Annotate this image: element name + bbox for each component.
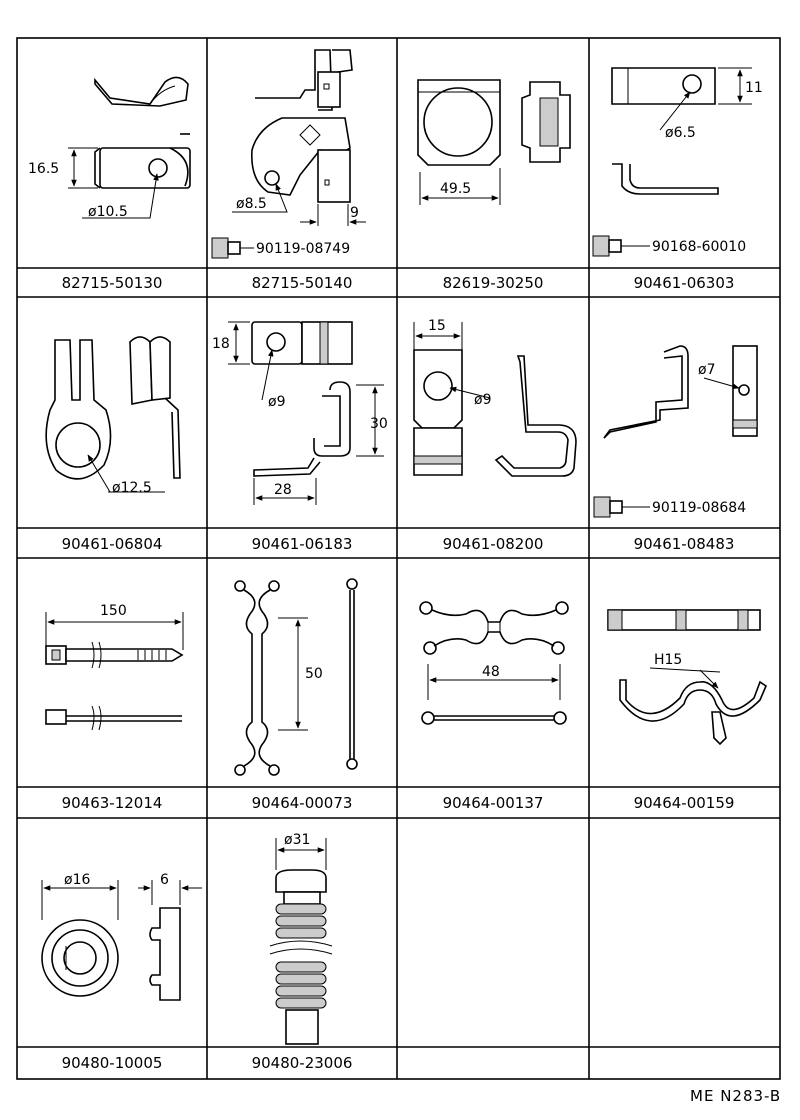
clamp-drawing-90461-06183: 18 ø9 30 28	[212, 321, 388, 505]
dimension-label: 50	[305, 666, 323, 682]
part-number: 90480-10005	[62, 1054, 163, 1072]
grommet-drawing-90480-10005: ø16 6	[41, 872, 202, 1001]
dimension-label: 150	[100, 603, 127, 619]
dimension-label: 15	[428, 318, 446, 334]
part-number: 90464-00137	[443, 794, 544, 812]
dimension-label: ø9	[474, 392, 491, 408]
part-number: 90461-06303	[634, 274, 735, 292]
part-number: 82619-30250	[443, 274, 544, 292]
bracket-drawing-82715-50140: 9 ø8.5 90119-08749	[211, 49, 366, 259]
clamp-drawing-82715-50130: 16.5 ø10.5	[28, 76, 191, 220]
dimension-label: ø9	[268, 394, 285, 410]
part-number: 90464-00159	[634, 794, 735, 812]
cable-tie-drawing-90463-12014: 150	[45, 603, 184, 731]
dimension-label: 16.5	[28, 161, 59, 177]
part-number: 90480-23006	[252, 1054, 353, 1072]
dimension-label: 30	[370, 416, 388, 432]
dimension-label: ø16	[64, 872, 90, 888]
part-number: 90463-12014	[62, 794, 163, 812]
clamp-drawing-90461-08200: 15 ø9	[413, 318, 577, 477]
part-number: 90461-06183	[252, 535, 353, 553]
parts-grid	[16, 37, 781, 1080]
part-number: 90461-08200	[443, 535, 544, 553]
dimension-label: 6	[160, 872, 169, 888]
clamp-drawing-90461-06303: 11 ø6.5 90168-60010	[592, 67, 763, 257]
dimension-label: 48	[482, 664, 500, 680]
part-number-labels: 82715-50130 82715-50140 82619-30250 9046…	[62, 274, 735, 1072]
dimension-label: 28	[274, 482, 292, 498]
dimension-label: H15	[654, 652, 682, 668]
dimension-label: 49.5	[440, 181, 471, 197]
part-number: 90461-08483	[634, 535, 735, 553]
dimension-label: ø12.5	[112, 480, 152, 496]
diagram-code: ME N283-B	[690, 1087, 781, 1105]
part-number: 82715-50130	[62, 274, 163, 292]
dimension-label: ø6.5	[665, 125, 696, 141]
dimension-label: ø8.5	[236, 196, 267, 212]
dimension-label: ø10.5	[88, 204, 128, 220]
clip-drawing-90464-00137: 48	[419, 601, 569, 725]
grommet-drawing-82619-30250: 49.5	[417, 79, 571, 205]
bolt-part-number: 90168-60010	[652, 239, 746, 255]
part-number: 90461-06804	[62, 535, 163, 553]
bolt-part-number: 90119-08749	[256, 241, 350, 257]
terminal-drawing-90461-06804: ø12.5	[45, 336, 181, 496]
plug-drawing-90480-23006: ø31	[269, 832, 333, 1045]
clamp-drawing-90461-08483: ø7 90119-08684	[593, 345, 758, 518]
bolt-part-number: 90119-08684	[652, 500, 746, 516]
clip-drawing-90464-00073: 50	[234, 578, 358, 776]
dimension-label: 18	[212, 336, 230, 352]
dimension-label: ø31	[284, 832, 310, 848]
dimension-label: ø7	[698, 362, 715, 378]
dimension-label: 9	[350, 205, 359, 221]
dimension-label: 11	[745, 80, 763, 96]
part-number: 82715-50140	[252, 274, 353, 292]
part-number: 90464-00073	[252, 794, 353, 812]
clip-drawing-90464-00159: H15	[607, 609, 767, 746]
